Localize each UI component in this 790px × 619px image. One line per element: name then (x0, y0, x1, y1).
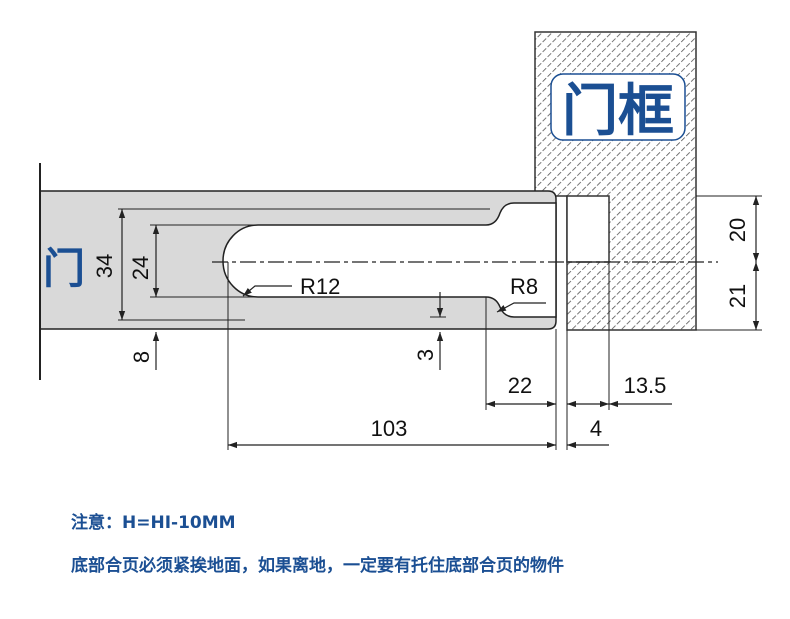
door-label: 门 (43, 244, 85, 293)
note-height: 注意：H=HI-10MM (71, 513, 236, 533)
dim-103-label: 103 (371, 416, 408, 441)
frame-label-box (550, 73, 686, 141)
dim-20-label: 20 (725, 218, 750, 242)
dim-24-label: 24 (128, 256, 153, 280)
leader-r8 (496, 302, 546, 313)
dim-13-5-label: 13.5 (624, 373, 667, 398)
dim-r12-label: R12 (300, 274, 340, 299)
frame-label: 门框 (562, 79, 674, 144)
dim-21-label: 21 (725, 284, 750, 308)
dim-4-label: 4 (590, 416, 602, 441)
dimension-lines (118, 196, 760, 449)
dim-34-label: 34 (92, 254, 117, 278)
dim-22-label: 22 (508, 373, 532, 398)
leader-r12 (242, 285, 292, 297)
extension-lines (118, 195, 762, 450)
dim-8-label: 8 (129, 351, 154, 363)
dim-r8-label: R8 (510, 274, 538, 299)
dim-3-label: 3 (413, 349, 438, 361)
note-bottom-hinge: 底部合页必须紧挨地面，如果离地，一定要有托住底部合页的物件 (71, 556, 564, 576)
frame-slot (566, 195, 610, 263)
